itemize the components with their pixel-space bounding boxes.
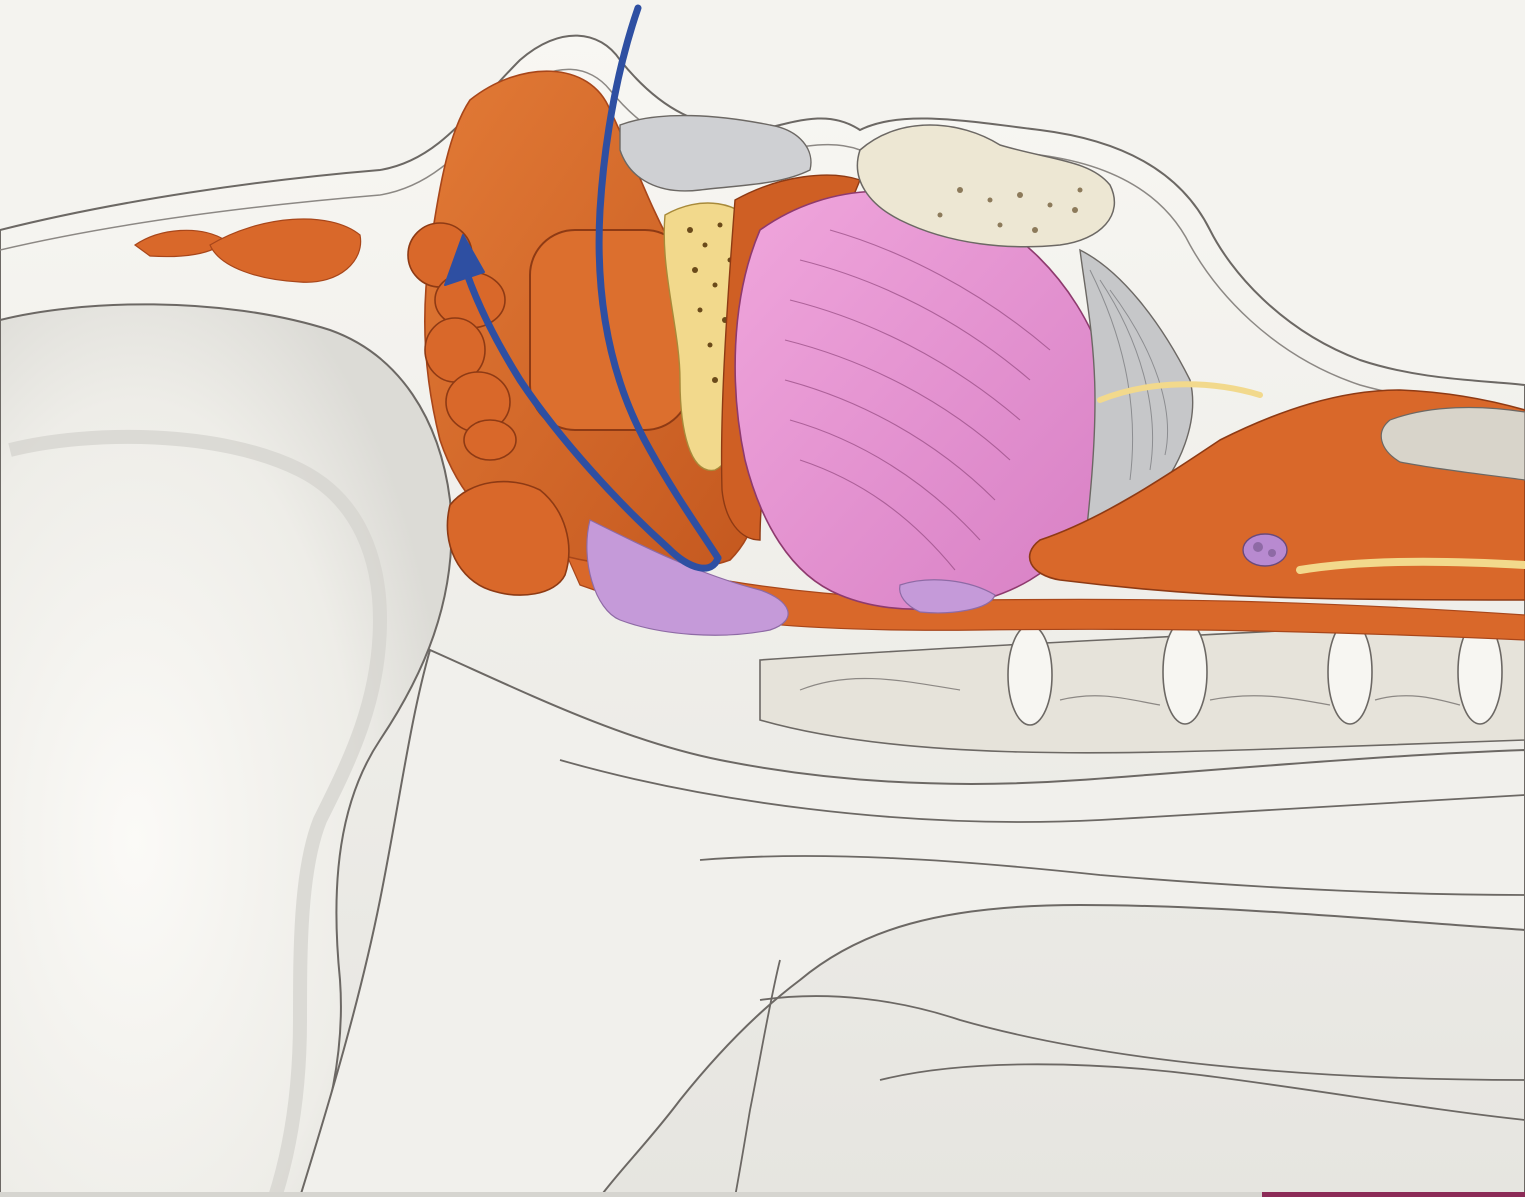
vessel-cross-section [1243,534,1287,566]
bottom-edge-accent [1262,1192,1525,1197]
